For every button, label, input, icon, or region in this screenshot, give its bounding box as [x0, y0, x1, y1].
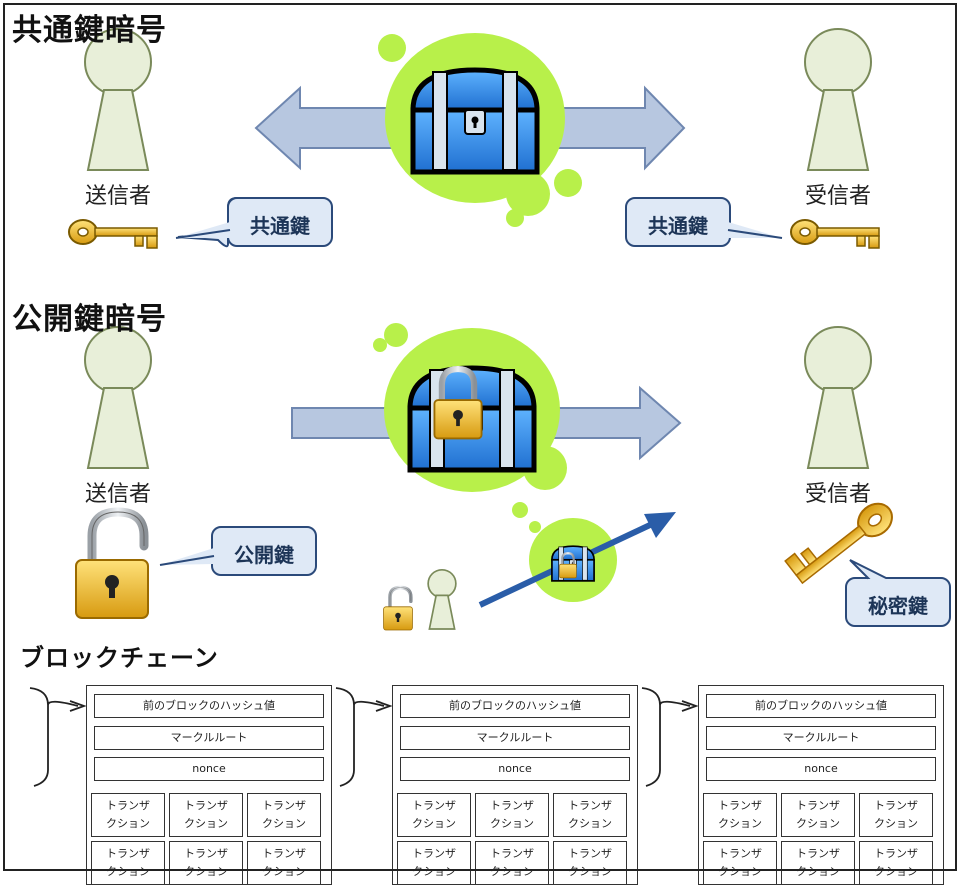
sender-label: 送信者	[84, 482, 151, 507]
prev-hash-field: 前のブロックのハッシュ値	[400, 694, 630, 718]
transaction-cell: トランザ クション	[247, 841, 321, 885]
block: 前のブロックのハッシュ値 マークルルート nonce トランザ クション トラン…	[698, 685, 944, 885]
person-icon	[84, 326, 152, 469]
transaction-cell: トランザ クション	[703, 841, 777, 885]
symmetric-graphics	[68, 28, 880, 249]
nonce-field: nonce	[706, 757, 936, 781]
merkle-root-field: マークルルート	[706, 726, 936, 750]
nonce-field: nonce	[94, 757, 324, 781]
receiver-label: 受信者	[804, 184, 871, 209]
transaction-cell: トランザ クション	[859, 841, 933, 885]
person-icon	[804, 28, 872, 171]
transaction-cell: トランザ クション	[475, 793, 549, 837]
key-icon	[784, 502, 893, 585]
treasure-chest-icon	[413, 70, 537, 172]
private-key-label: 秘密鍵	[868, 594, 928, 618]
prev-hash-field: 前のブロックのハッシュ値	[706, 694, 936, 718]
transaction-cell: トランザ クション	[703, 793, 777, 837]
merkle-root-field: マークルルート	[94, 726, 324, 750]
padlock-icon	[433, 365, 483, 440]
person-icon	[84, 28, 152, 171]
transaction-cell: トランザ クション	[781, 841, 855, 885]
block: 前のブロックのハッシュ値 マークルルート nonce トランザ クション トラン…	[86, 685, 332, 885]
transaction-cell: トランザ クション	[247, 793, 321, 837]
key-icon	[68, 219, 158, 249]
block: 前のブロックのハッシュ値 マークルルート nonce トランザ クション トラン…	[392, 685, 638, 885]
nonce-field: nonce	[400, 757, 630, 781]
sender-label: 送信者	[84, 184, 151, 209]
prev-hash-field: 前のブロックのハッシュ値	[94, 694, 324, 718]
transaction-cell: トランザ クション	[91, 793, 165, 837]
transaction-cell: トランザ クション	[859, 793, 933, 837]
transaction-cell: トランザ クション	[553, 841, 627, 885]
person-icon	[804, 326, 872, 469]
public-key-graphics	[76, 323, 951, 632]
transaction-cell: トランザ クション	[475, 841, 549, 885]
transaction-cell: トランザ クション	[553, 793, 627, 837]
transaction-cell: トランザ クション	[169, 841, 243, 885]
right-arrow	[554, 85, 686, 171]
common-key-label: 共通鍵	[648, 214, 708, 238]
key-icon	[790, 219, 880, 249]
padlock-icon	[381, 585, 415, 632]
transaction-cell: トランザ クション	[169, 793, 243, 837]
public-key-title: 公開鍵暗号	[12, 302, 167, 337]
transaction-cell: トランザ クション	[91, 841, 165, 885]
merkle-root-field: マークルルート	[400, 726, 630, 750]
padlock-icon	[76, 512, 148, 618]
blockchain-title: ブロックチェーン	[20, 644, 219, 672]
transaction-cell: トランザ クション	[397, 793, 471, 837]
common-key-label: 共通鍵	[250, 214, 310, 238]
symmetric-title: 共通鍵暗号	[12, 13, 167, 48]
receiver-label: 受信者	[804, 482, 871, 507]
transaction-cell: トランザ クション	[397, 841, 471, 885]
public-key-label: 公開鍵	[234, 543, 294, 567]
transaction-cell: トランザ クション	[781, 793, 855, 837]
blockchain-links	[29, 687, 699, 787]
left-arrow	[254, 85, 399, 171]
